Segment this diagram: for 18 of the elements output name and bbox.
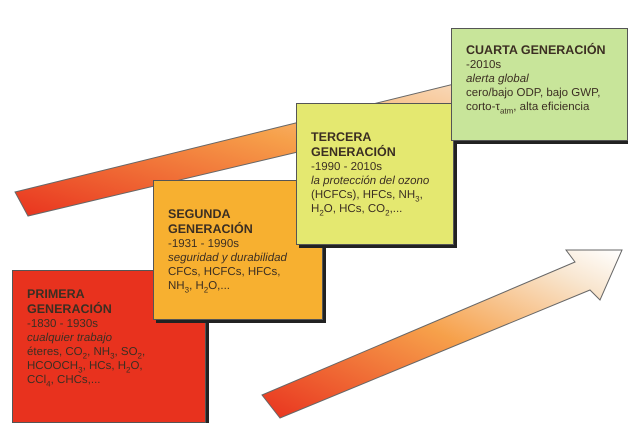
refrigerant-list: (HCFCs), HFCs, NH$_{3}$, H$_{2}$O, HCs, CO$_{2}$,...: [311, 188, 439, 216]
refrigerant-list: CFCs, HCFCs, HFCs, NH$_{3}$, H$_{2}$O,...: [168, 265, 306, 293]
generation-heading: TERCERA GENERACIÓN: [311, 130, 397, 160]
motto-text: alerta global: [466, 72, 530, 86]
generation-box: [451, 28, 628, 141]
motto-text: la protección del ozono: [311, 174, 430, 188]
refrigerant-list: cero/bajo ODP, bajo GWP, corto-τ$_{atm}$, alta eficiencia: [466, 86, 617, 114]
date-range: -1830 - 1930s: [27, 317, 99, 331]
date-range: -2010s: [466, 58, 502, 72]
generation-heading: PRIMERA GENERACIÓN: [27, 287, 113, 317]
motto-text: cualquier trabajo: [27, 331, 114, 345]
motto-text: seguridad y durabilidad: [168, 251, 288, 265]
date-range: -1990 - 2010s: [311, 160, 383, 174]
refrigerant-list: éteres, CO$_{2}$, NH$_{3}$, SO$_{2}$, HCOOCH$_{3}$, HCs, H$_{2}$O, CCl$_{4}$, CHCs,...: [27, 345, 155, 387]
date-range: -1931 - 1990s: [168, 237, 240, 251]
generation-heading: SEGUNDA GENERACIÓN: [168, 207, 254, 237]
generation-box: [296, 103, 454, 245]
generation-heading: CUARTA GENERACIÓN: [466, 43, 607, 58]
